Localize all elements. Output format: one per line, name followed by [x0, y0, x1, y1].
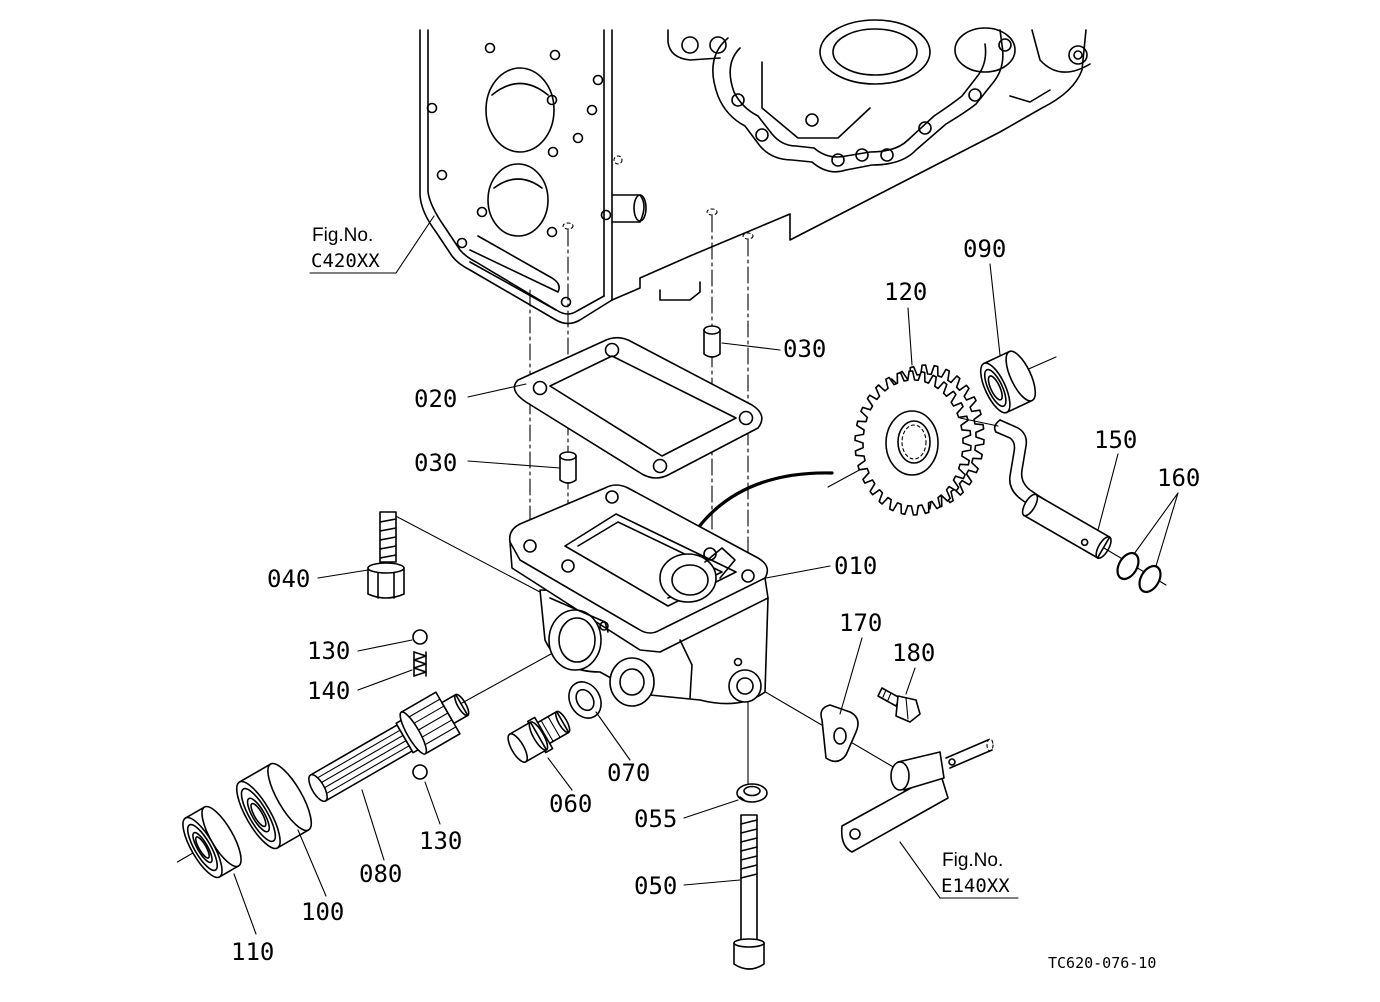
- fig-ref-label: Fig.No.: [312, 225, 373, 246]
- crank-shaft-150: [959, 417, 1112, 559]
- callout-030-upper: 030: [783, 335, 826, 363]
- plate-170: [820, 704, 859, 763]
- bearing-100: [235, 762, 313, 850]
- callout-170: 170: [839, 609, 882, 637]
- callout-030-lower: 030: [414, 449, 457, 477]
- o-rings-160: [1116, 551, 1162, 594]
- callout-080: 080: [359, 860, 402, 888]
- gasket-020: [513, 336, 763, 479]
- callout-010: 010: [834, 552, 877, 580]
- callout-100: 100: [301, 898, 344, 926]
- figure-ref-c420xx: Fig.No. C420XX: [311, 225, 380, 272]
- center-lines: [387, 208, 1167, 789]
- dowel-pin-lower: [559, 451, 577, 484]
- plug-060: [507, 710, 571, 763]
- callout-120: 120: [884, 278, 927, 306]
- spring-140: [413, 651, 427, 677]
- plug-bolt-040: [367, 511, 405, 599]
- washer-055: [736, 783, 768, 803]
- figure-ref-e140xx: Fig.No. E140XX: [941, 850, 1010, 897]
- callout-180: 180: [892, 639, 935, 667]
- bolt-050: [733, 814, 765, 970]
- ball-lower: [412, 764, 428, 780]
- ball-upper: [412, 629, 428, 645]
- callout-140: 140: [307, 677, 350, 705]
- callout-040: 040: [267, 565, 310, 593]
- gear-120: [854, 364, 985, 516]
- callout-090: 090: [963, 235, 1006, 263]
- transmission-case-c420xx: [419, 19, 1091, 325]
- link-assembly-e140xx: [840, 738, 994, 853]
- shaft-080: [308, 691, 470, 803]
- leader-lines: [233, 215, 1179, 935]
- bearing-090: [979, 350, 1037, 414]
- callout-130-lower: 130: [419, 827, 462, 855]
- callout-060: 060: [549, 790, 592, 818]
- callouts: 090 120 030 020 150 030 160 040 010 170 …: [231, 235, 1200, 966]
- callout-160: 160: [1157, 464, 1200, 492]
- fig-ref-number: E140XX: [941, 875, 1010, 897]
- dowel-pin-upper: [703, 325, 721, 358]
- callout-070: 070: [607, 759, 650, 787]
- fig-ref-label: Fig.No.: [942, 850, 1003, 871]
- callout-055: 055: [634, 805, 677, 833]
- fig-ref-number: C420XX: [311, 250, 380, 272]
- bearing-110: [176, 805, 242, 879]
- housing-010: [508, 484, 769, 707]
- washer-070: [568, 681, 602, 719]
- callout-130-upper: 130: [307, 637, 350, 665]
- callout-150: 150: [1094, 426, 1137, 454]
- callout-020: 020: [414, 385, 457, 413]
- drawing-id: TC620-076-10: [1048, 954, 1156, 972]
- bolt-180: [877, 687, 921, 723]
- callout-110: 110: [231, 938, 274, 966]
- callout-050: 050: [634, 872, 677, 900]
